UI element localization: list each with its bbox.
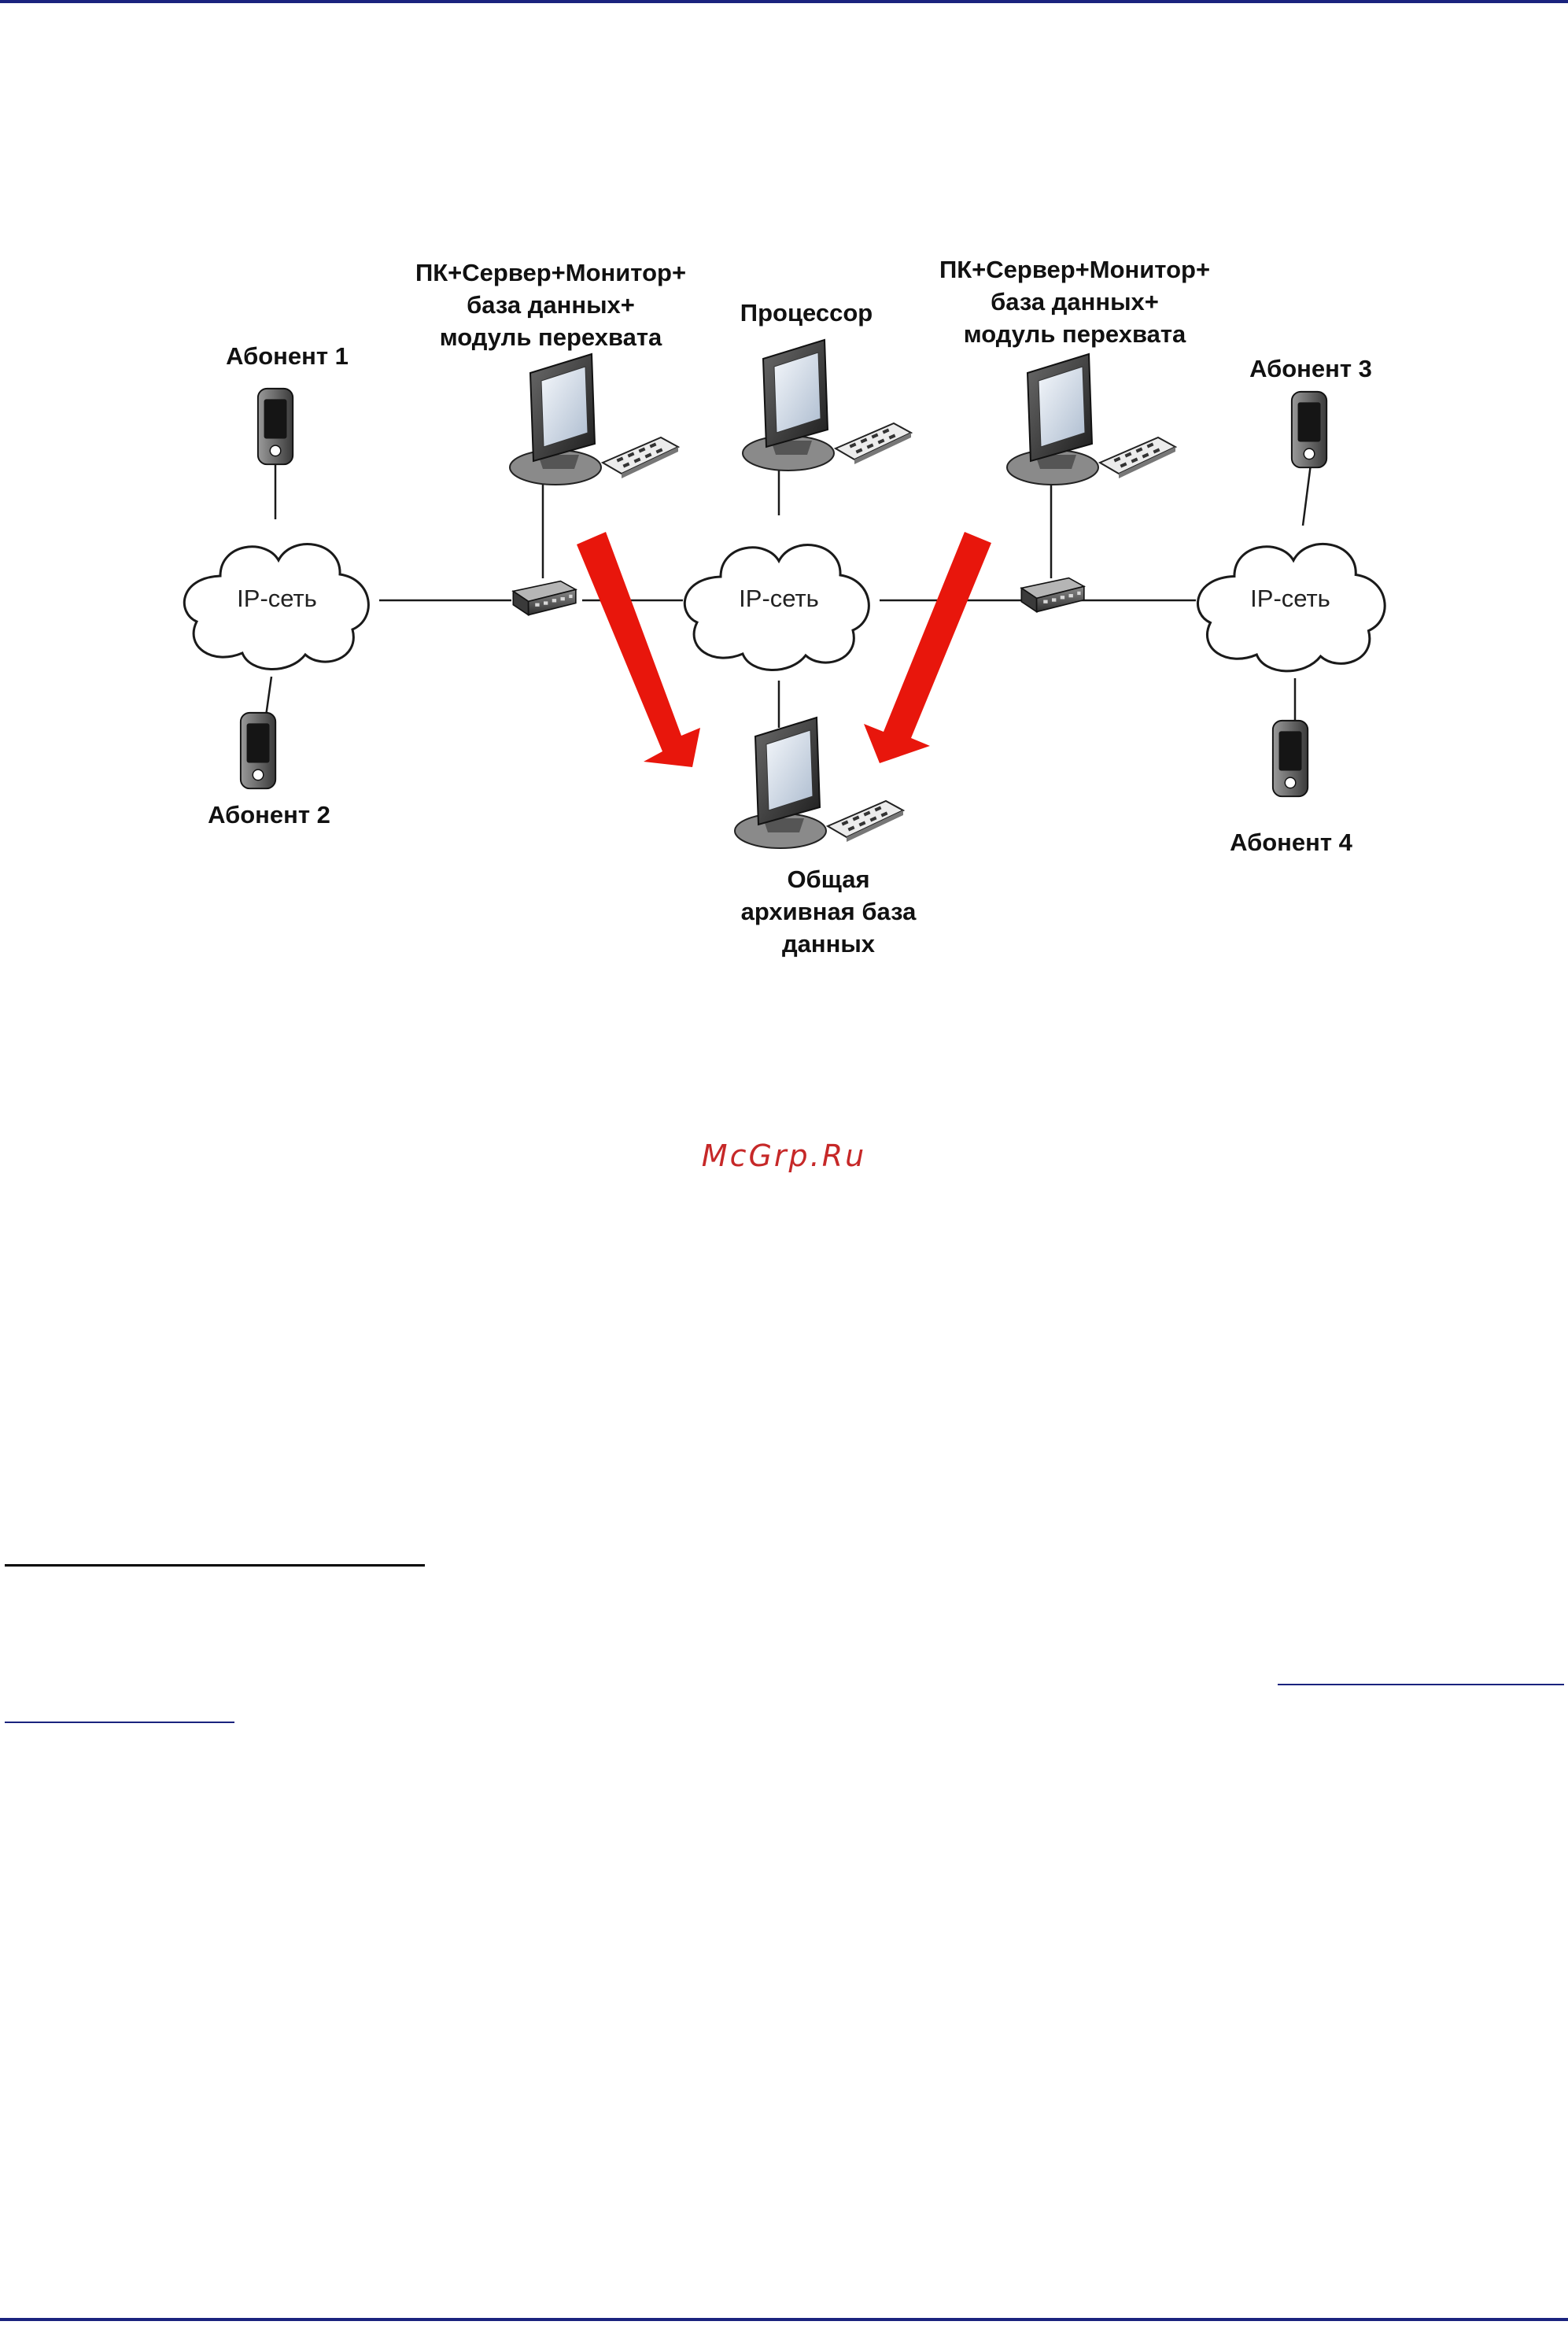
intercept-left-label-line2: база данных+ <box>467 291 635 319</box>
subscriber-1-label: Абонент 1 <box>226 342 349 370</box>
archive-label-line1: Общая <box>787 865 869 893</box>
processor-workstation <box>743 340 911 471</box>
subscriber-4-phone-icon <box>1273 721 1308 796</box>
subscriber-3-label: Абонент 3 <box>1249 355 1372 382</box>
archive-label-line2: архивная база <box>741 898 917 925</box>
subscriber-2-label: Абонент 2 <box>208 801 330 829</box>
footnote-separator <box>5 1564 425 1567</box>
ip-network-cloud-left: IP-сеть <box>184 544 368 670</box>
intercept-right-label-line3: модуль перехвата <box>964 320 1186 348</box>
subscriber-2-phone-icon <box>241 713 275 788</box>
intercept-right-label-line2: база данных+ <box>991 288 1159 316</box>
cloud-label: IP-сеть <box>237 585 317 612</box>
watermark-text: McGrp.Ru <box>0 1139 1568 1173</box>
intercept-right-label-line1: ПК+Сервер+Монитор+ <box>939 256 1210 283</box>
arrow-to-archive-right <box>864 532 991 763</box>
footnote-link-underline-1[interactable] <box>1278 1684 1564 1685</box>
intercept-left-label-line3: модуль перехвата <box>440 323 662 351</box>
cloud-label: IP-сеть <box>739 585 819 612</box>
ip-network-cloud-right: IP-сеть <box>1198 544 1385 670</box>
network-hub-right <box>1021 578 1084 612</box>
cloud-label: IP-сеть <box>1250 585 1330 612</box>
page-bottom-border <box>0 2318 1568 2321</box>
intercept-left-label-line1: ПК+Сервер+Монитор+ <box>415 259 686 286</box>
ip-network-cloud-center: IP-сеть <box>684 545 869 670</box>
subscriber-4-label: Абонент 4 <box>1230 829 1353 856</box>
archive-label-line3: данных <box>782 930 876 958</box>
subscriber-1-phone-icon <box>258 389 293 464</box>
arrow-to-archive-left <box>577 532 700 767</box>
network-diagram: IP-сеть IP-сеть IP-сеть Абонент 1 Абонен… <box>0 0 1568 1023</box>
footnote-link-underline-2[interactable] <box>5 1722 234 1723</box>
processor-label: Процессор <box>740 299 873 327</box>
network-hub-left <box>513 581 576 615</box>
intercept-workstation-right <box>1007 354 1175 485</box>
subscriber-3-phone-icon <box>1292 392 1326 467</box>
intercept-workstation-left <box>510 354 678 485</box>
